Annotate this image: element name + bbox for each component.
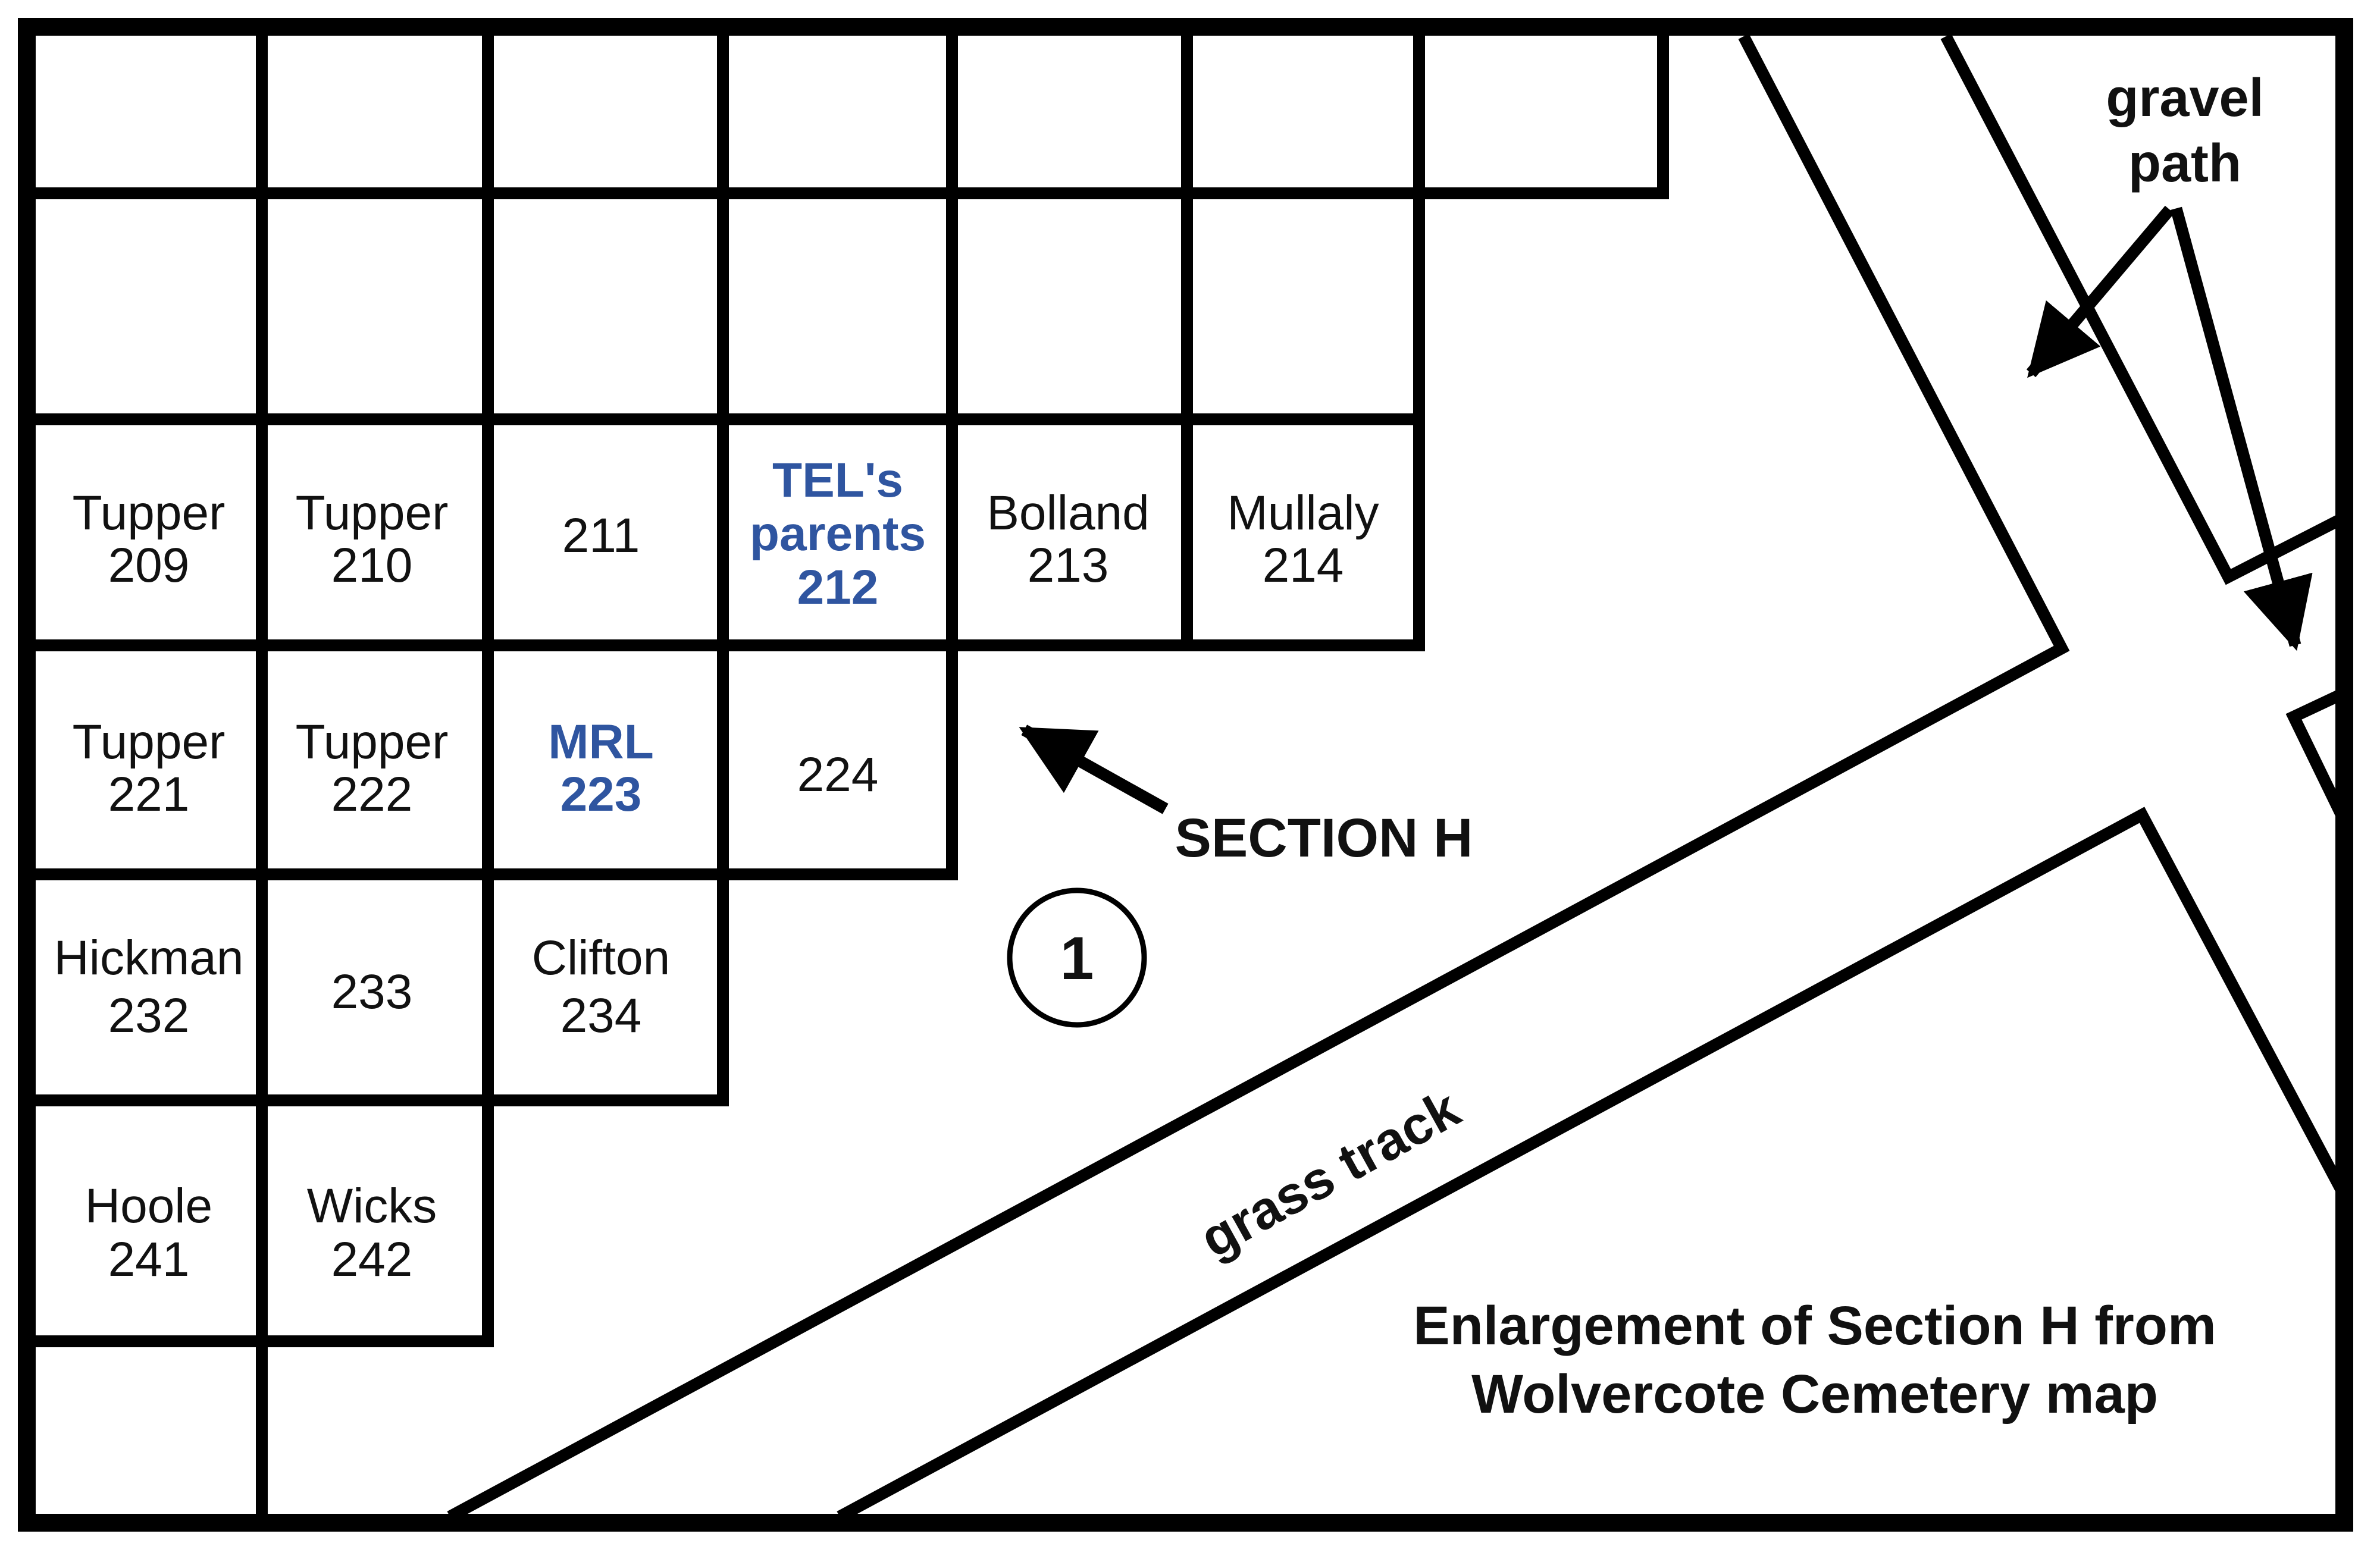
plot-222-name: Tupper — [296, 715, 449, 769]
plot-214-number: 214 — [1263, 538, 1344, 592]
plot-grid — [30, 36, 1669, 1520]
plot-212-line1: TEL's — [772, 453, 903, 507]
plot-242-name: Wicks — [307, 1179, 437, 1233]
location-marker-number: 1 — [1060, 924, 1094, 992]
plot-211-number: 211 — [562, 509, 640, 563]
section-arrow — [1019, 724, 1169, 814]
plot-209-name: Tupper — [73, 486, 226, 540]
plot-213-name: Bolland — [987, 486, 1150, 540]
plot-210-name: Tupper — [296, 486, 449, 540]
plot-213-number: 213 — [1028, 538, 1109, 592]
caption-line2: Wolvercote Cemetery map — [1471, 1364, 2158, 1425]
plot-241-number: 241 — [108, 1232, 190, 1287]
plot-221-name: Tupper — [73, 715, 226, 769]
plot-223-number: 223 — [560, 767, 642, 821]
plot-224-number: 224 — [797, 748, 879, 802]
plot-234-number: 234 — [560, 989, 642, 1043]
plot-233-number: 233 — [331, 965, 413, 1019]
plot-labels: Tupper 209 Tupper 210 211 TEL's parents … — [54, 453, 1379, 1287]
plot-221-number: 221 — [108, 767, 190, 821]
plot-222-number: 222 — [331, 767, 413, 821]
grass-track-lower-edge — [837, 807, 2353, 1522]
gravel-path-arrow-left — [2026, 205, 2175, 378]
plot-214-name: Mullaly — [1227, 486, 1379, 540]
gravel-path-label-line2: path — [2128, 134, 2241, 193]
paths — [447, 33, 2353, 1522]
plot-242-number: 242 — [331, 1232, 413, 1287]
plot-212-line2: parents — [750, 507, 926, 561]
gravel-path-edge — [1940, 33, 2353, 585]
plot-212-number: 212 — [797, 560, 879, 614]
plot-223-name: MRL — [548, 715, 654, 769]
gravel-path-arrow-right — [2170, 206, 2313, 651]
plot-241-name: Hoole — [85, 1179, 212, 1233]
location-marker-circle — [1007, 887, 1147, 1028]
grass-track-upper-edge — [447, 33, 2070, 1522]
section-label: SECTION H — [1175, 808, 1473, 868]
plot-234-name: Clifton — [532, 931, 670, 985]
plot-210-number: 210 — [331, 538, 413, 592]
gravel-path-corner — [2285, 685, 2353, 829]
gravel-path-label-line1: gravel — [2106, 68, 2263, 128]
plot-209-number: 209 — [108, 538, 190, 592]
caption-line1: Enlargement of Section H from — [1413, 1295, 2216, 1356]
plot-232-name: Hickman — [54, 931, 244, 985]
plot-232-number: 232 — [108, 989, 190, 1043]
